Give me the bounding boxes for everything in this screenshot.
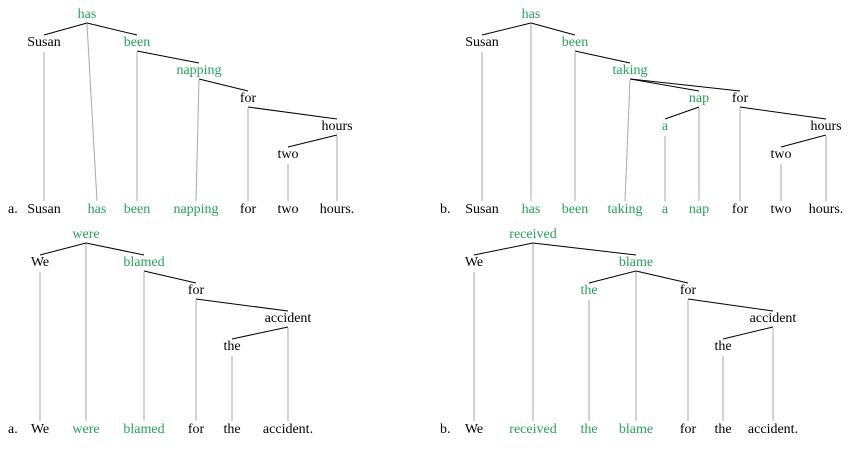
projection-line	[624, 79, 631, 202]
dependency-edge	[247, 106, 338, 120]
tree-node: napping	[176, 63, 222, 78]
baseline-word: two	[770, 202, 792, 217]
dependency-edge	[530, 22, 576, 36]
baseline-word: hours.	[808, 202, 844, 217]
dependency-edge	[195, 298, 289, 312]
tree-node: a	[661, 119, 669, 134]
baseline-word: for	[239, 202, 257, 217]
tree-node: taking	[612, 63, 648, 78]
dependency-edge	[574, 50, 631, 64]
baseline-word: nap	[688, 202, 710, 217]
tree-node: were	[72, 227, 100, 242]
baseline-word: Susan	[465, 202, 499, 217]
baseline-word: for	[187, 422, 205, 437]
tree-node: for	[679, 283, 697, 298]
baseline-word: blamed	[123, 422, 165, 437]
tree-node: has	[77, 7, 97, 22]
tree-node: hours	[321, 119, 353, 134]
tree-node: the	[223, 339, 241, 354]
baseline-word: been	[561, 202, 589, 217]
tree-node: blame	[618, 255, 654, 270]
baseline-word: been	[123, 202, 151, 217]
dependency-edge	[739, 106, 827, 120]
baseline-word: hours.	[319, 202, 355, 217]
tree-node: Susan	[27, 35, 61, 50]
dependency-edge	[143, 270, 197, 284]
baseline-word: a	[661, 202, 669, 217]
tree-node: We	[464, 255, 484, 270]
tree-node: two	[770, 147, 792, 162]
projection-line	[195, 79, 200, 202]
dependency-edge	[629, 78, 741, 92]
baseline-word: for	[679, 422, 697, 437]
baseline-word: for	[731, 202, 749, 217]
baseline-word: two	[277, 202, 299, 217]
baseline-word: Susan	[27, 202, 61, 217]
tree-node: for	[187, 283, 205, 298]
dependency-edge	[85, 242, 145, 256]
tree-node: two	[277, 147, 299, 162]
baseline-word: taking	[607, 202, 643, 217]
dependency-edge	[39, 242, 87, 256]
tree-node: We	[30, 255, 50, 270]
baseline-word: We	[464, 422, 484, 437]
dependency-edge	[481, 22, 532, 36]
dependency-edge	[43, 22, 88, 36]
tree-node: for	[731, 91, 749, 106]
baseline-word: the	[580, 422, 598, 437]
baseline-word: received	[509, 422, 557, 437]
tree-label-a-top: a.	[8, 202, 18, 217]
dependency-edge	[635, 270, 689, 284]
dependency-edge	[629, 78, 700, 92]
tree-node: has	[521, 7, 541, 22]
baseline-word: has	[87, 202, 107, 217]
dependency-edge	[86, 22, 138, 36]
tree-label-a-bottom: a.	[8, 422, 18, 437]
dependency-edge	[136, 50, 200, 64]
tree-node: nap	[688, 91, 710, 106]
baseline-word: accident.	[747, 422, 799, 437]
dependency-edge	[588, 270, 637, 284]
dependency-edge	[664, 106, 700, 120]
projection-line	[86, 23, 98, 202]
baseline-word: We	[30, 422, 50, 437]
baseline-word: the	[223, 422, 241, 437]
tree-label-b-bottom: b.	[440, 422, 451, 437]
tree-node: blamed	[123, 255, 165, 270]
tree-node: Susan	[465, 35, 499, 50]
tree-node: accident	[264, 311, 312, 326]
tree-node: the	[580, 283, 598, 298]
tree-node: for	[239, 91, 257, 106]
dependency-edge	[780, 134, 827, 148]
dependency-edge	[473, 242, 534, 256]
baseline-word: accident.	[262, 422, 314, 437]
dependency-edge	[198, 78, 249, 92]
tree-node: the	[714, 339, 732, 354]
baseline-word: napping	[173, 202, 219, 217]
dependency-edge	[287, 134, 338, 148]
tree-node: accident	[749, 311, 797, 326]
dependency-edge	[722, 326, 774, 340]
tree-node: been	[123, 35, 151, 50]
tree-node: received	[509, 227, 557, 242]
tree-label-b-top: b.	[440, 202, 451, 217]
baseline-word: were	[72, 422, 100, 437]
baseline-word: blame	[618, 422, 654, 437]
baseline-word: the	[714, 422, 732, 437]
dependency-edge	[231, 326, 289, 340]
dependency-edge	[532, 242, 637, 256]
baseline-word: has	[521, 202, 541, 217]
tree-node: been	[561, 35, 589, 50]
dependency-edge	[687, 298, 774, 312]
tree-node: hours	[810, 119, 842, 134]
